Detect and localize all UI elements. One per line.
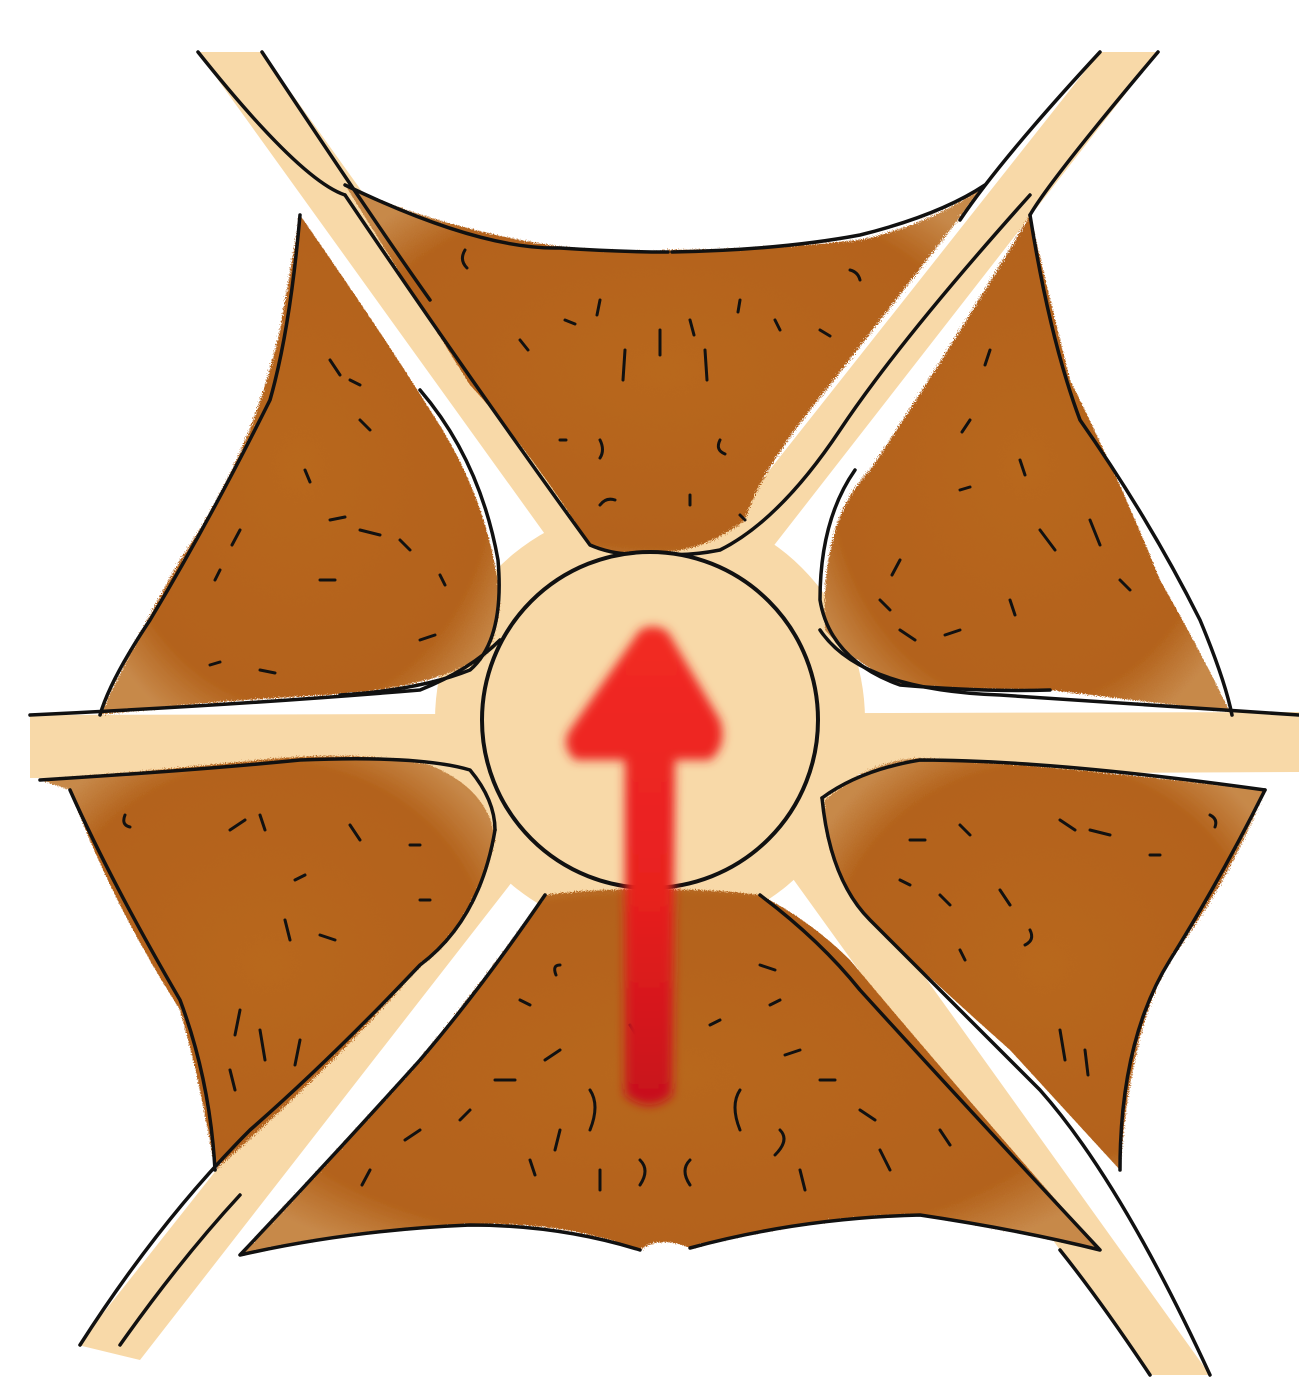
hexagonal-section-diagram	[0, 0, 1299, 1394]
diagram-canvas	[0, 0, 1299, 1394]
